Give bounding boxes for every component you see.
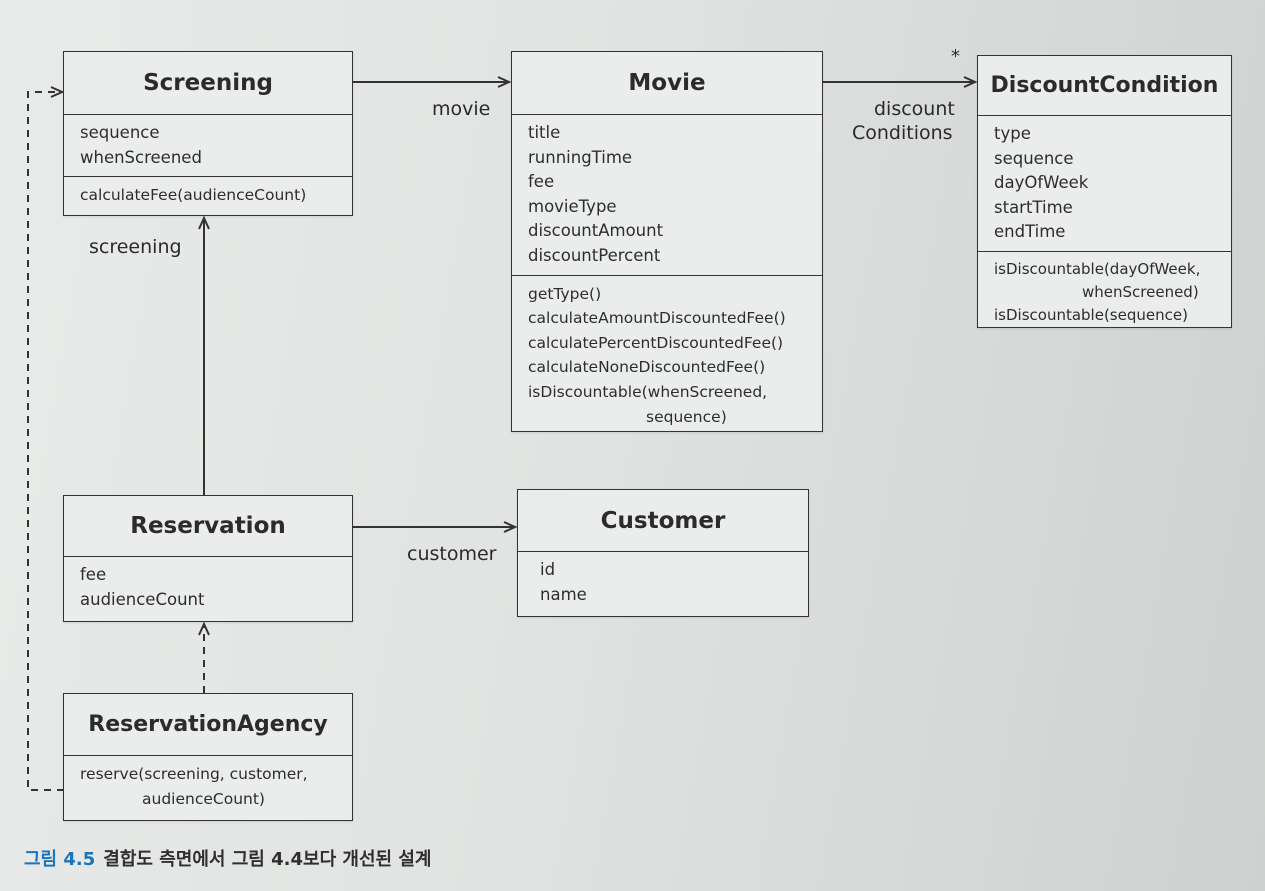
label-discount-conditions-line1: discount <box>874 98 955 120</box>
class-name: Screening <box>64 52 352 115</box>
figure-number: 그림 4.5 <box>24 849 96 870</box>
attribute: fee <box>528 172 555 192</box>
attributes: fee audienceCount <box>64 557 352 618</box>
attribute: discountPercent <box>528 245 661 265</box>
label-movie: movie <box>432 98 491 120</box>
class-discountcondition: DiscountCondition type sequence dayOfWee… <box>977 55 1232 328</box>
attributes: type sequence dayOfWeek startTime endTim… <box>978 116 1231 251</box>
method: calculatePercentDiscountedFee() <box>528 333 784 352</box>
attribute: whenScreened <box>80 147 202 167</box>
methods: reserve(screening, customer, audienceCou… <box>64 756 352 817</box>
class-name: DiscountCondition <box>978 56 1231 116</box>
method-continued: sequence) <box>646 407 727 426</box>
method: isDiscountable(dayOfWeek, <box>994 259 1201 278</box>
methods: calculateFee(audienceCount) <box>64 176 352 214</box>
attribute: movieType <box>528 196 617 216</box>
attribute: dayOfWeek <box>994 173 1089 193</box>
method: isDiscountable(sequence) <box>994 305 1188 324</box>
class-customer: Customer id name <box>517 489 809 617</box>
method: calculateNoneDiscountedFee() <box>528 358 766 377</box>
figure-caption: 그림 4.5 결합도 측면에서 그림 4.4보다 개선된 설계 <box>24 845 431 871</box>
dependency-agency-screening <box>27 92 64 791</box>
attribute: runningTime <box>528 147 633 167</box>
label-customer: customer <box>407 543 497 565</box>
label-screening: screening <box>89 236 182 258</box>
attributes: title runningTime fee movieType discount… <box>512 115 822 275</box>
method: getType() <box>528 284 602 303</box>
class-movie: Movie title runningTime fee movieType di… <box>511 51 823 432</box>
attribute: discountAmount <box>528 221 664 241</box>
class-reservationagency: ReservationAgency reserve(screening, cus… <box>63 693 353 821</box>
class-name: Reservation <box>64 496 352 557</box>
multiplicity-many: * <box>951 46 960 67</box>
attribute: fee <box>80 565 107 584</box>
method-continued: audienceCount) <box>142 789 265 808</box>
attribute: audienceCount <box>80 589 205 609</box>
method-continued: whenScreened) <box>1082 282 1199 301</box>
attribute: startTime <box>994 197 1073 217</box>
method: isDiscountable(whenScreened, <box>528 382 768 401</box>
attributes: id name <box>518 552 808 613</box>
method: reserve(screening, customer, <box>80 765 308 783</box>
methods: getType() calculateAmountDiscountedFee()… <box>512 274 822 436</box>
attribute: sequence <box>994 148 1074 168</box>
attributes: sequence whenScreened <box>64 115 352 176</box>
method: calculateAmountDiscountedFee() <box>528 309 786 328</box>
attribute: name <box>540 584 587 604</box>
class-screening: Screening sequence whenScreened calculat… <box>63 51 353 216</box>
attribute: title <box>528 123 561 142</box>
attribute: type <box>994 124 1031 143</box>
attribute: endTime <box>994 222 1066 242</box>
class-reservation: Reservation fee audienceCount <box>63 495 353 622</box>
attribute: id <box>540 560 556 579</box>
methods: isDiscountable(dayOfWeek, whenScreened) … <box>978 250 1231 333</box>
class-name: Movie <box>512 52 822 115</box>
class-name: Customer <box>518 490 808 552</box>
figure-caption-text: 결합도 측면에서 그림 4.4보다 개선된 설계 <box>103 849 432 870</box>
label-discount-conditions-line2: Conditions <box>852 122 953 144</box>
method: calculateFee(audienceCount) <box>80 186 307 205</box>
class-name: ReservationAgency <box>64 694 352 756</box>
attribute: sequence <box>80 123 160 142</box>
